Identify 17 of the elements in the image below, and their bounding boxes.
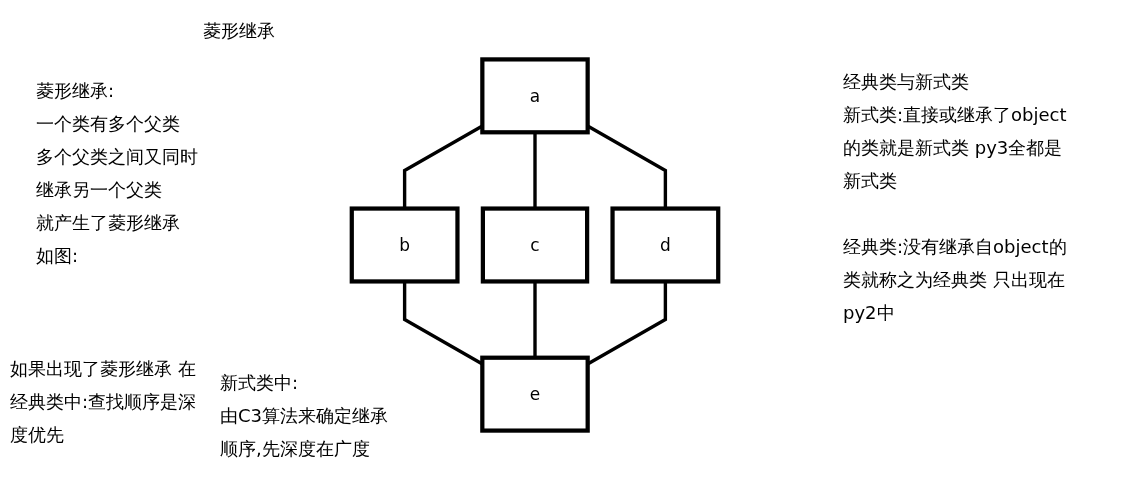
note-text: 新式类:直接或继承了object的类就是新式类 py3全都是新式类 [843, 103, 1068, 193]
node-box: e [480, 355, 590, 433]
note-text: 经典类:没有继承自object的类就称之为经典类 只出现在py2中 [843, 235, 1068, 325]
diagram-title: 菱形继承 [203, 19, 275, 43]
node-box: b [349, 206, 460, 284]
node-box: a [480, 57, 590, 135]
node-box: d [610, 206, 721, 284]
note-text: 如果出现了菱形继承 在经典类中:查找顺序是深度优先 [10, 357, 198, 447]
note-text: 就产生了菱形继承 [36, 211, 181, 235]
note-text: 菱形继承: [36, 79, 116, 103]
note-text: 多个父类之间又同时继承另一个父类 [36, 145, 199, 202]
note-text: 一个类有多个父类 [36, 112, 181, 136]
note-text: 由C3算法来确定继承顺序,先深度在广度 [220, 404, 390, 461]
note-text: 如图: [36, 244, 80, 268]
note-text: 经典类与新式类 [843, 70, 970, 94]
note-text: 新式类中: [220, 371, 300, 395]
node-box: c [480, 206, 590, 284]
